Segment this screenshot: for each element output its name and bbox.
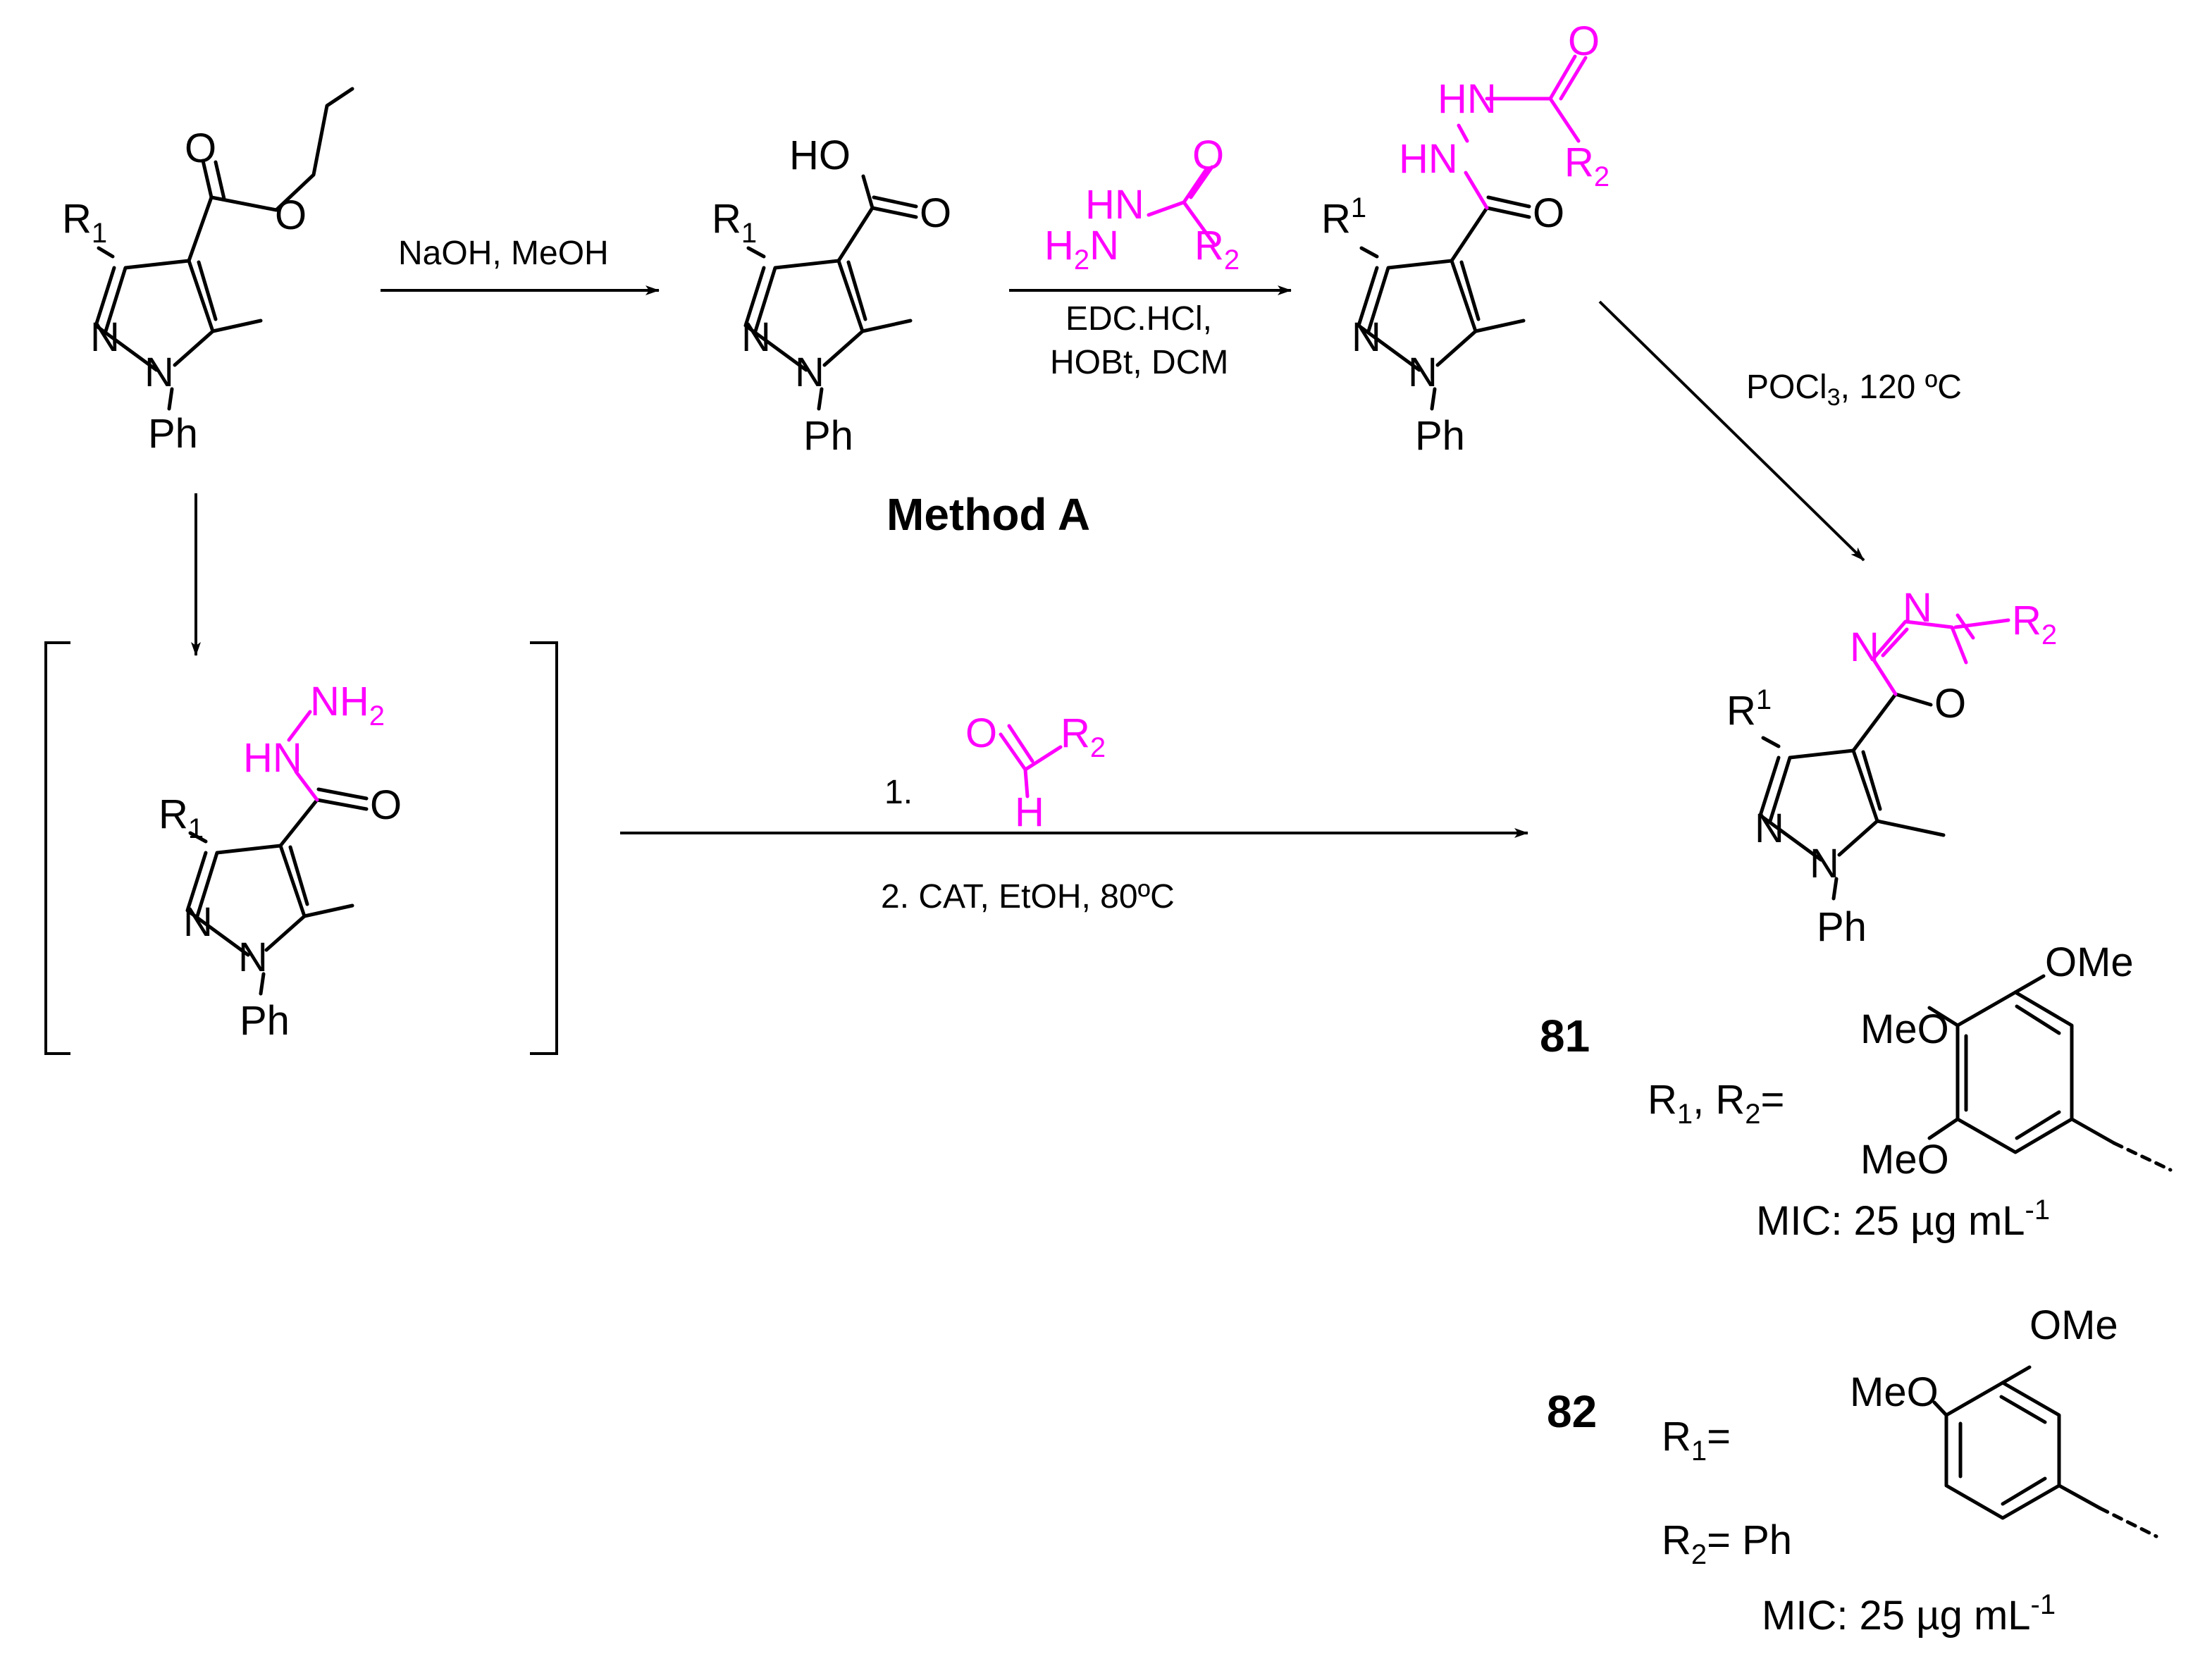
h2n-label: H2N bbox=[1044, 223, 1119, 276]
o-label: O bbox=[1568, 18, 1600, 64]
r1-label: R1 bbox=[712, 196, 757, 249]
n1-atom: N bbox=[1810, 841, 1839, 887]
n-atom: N bbox=[90, 314, 120, 360]
r1-label: R1 bbox=[159, 791, 204, 844]
n-atom: N bbox=[183, 899, 213, 945]
meo-left: MeO bbox=[1850, 1369, 1939, 1415]
r1-label: R1 bbox=[1726, 684, 1772, 734]
compound-81-number: 81 bbox=[1540, 1011, 1590, 1061]
structure-hydrazide-intermediate: R1 N N Ph O HN NH2 bbox=[159, 679, 402, 1044]
structure-acid: R1 N N Ph HO O bbox=[712, 132, 951, 459]
compound-82-r2: R2= Ph bbox=[1662, 1517, 1792, 1570]
oxadiazole-o: O bbox=[1934, 681, 1966, 727]
aldehyde-h: H bbox=[1015, 789, 1044, 835]
step2-conditions-1: EDC.HCl, bbox=[1065, 300, 1212, 338]
structure-ester: R1 N N Ph O O bbox=[62, 87, 354, 457]
oxadiazole-n1: N bbox=[1850, 624, 1879, 670]
ester-o: O bbox=[275, 192, 307, 238]
phenyl-label: Ph bbox=[148, 411, 198, 457]
carbonyl-o: O bbox=[1533, 190, 1564, 236]
hn-label: HN bbox=[1085, 182, 1144, 228]
n1-atom: N bbox=[1408, 350, 1438, 395]
compound-81: 81 R1, R2= OMe MeO MeO MIC: 25 µg mL-1 bbox=[1540, 939, 2173, 1244]
structure-oxadiazole-product: R1 N N Ph N N O R2 bbox=[1726, 585, 2057, 950]
r2-label: R2 bbox=[1564, 140, 1609, 192]
hn-label: HN bbox=[243, 735, 302, 781]
step1-conditions: NaOH, MeOH bbox=[398, 235, 609, 272]
phenyl-label: Ph bbox=[803, 413, 853, 459]
arrow-step3 bbox=[1598, 300, 1865, 562]
structure-diacylhydrazine: R1 N N Ph O HN HN O R2 bbox=[1321, 18, 1609, 459]
hn-label-lower: HN bbox=[1399, 136, 1458, 182]
step4-conditions: 2. CAT, EtOH, 80ºC bbox=[881, 878, 1175, 915]
compound-82-number: 82 bbox=[1547, 1386, 1597, 1437]
aldehyde-o: O bbox=[965, 710, 997, 756]
r2-label: R2 bbox=[1061, 710, 1106, 763]
nh2-label: NH2 bbox=[310, 679, 385, 732]
step3-conditions: POCl3, 120 ºC bbox=[1746, 369, 1962, 411]
n-atom: N bbox=[741, 314, 771, 360]
hydroxyl-label: HO bbox=[789, 132, 851, 178]
o-label: O bbox=[1192, 132, 1224, 178]
ome-top: OMe bbox=[2029, 1302, 2118, 1348]
n1-atom: N bbox=[238, 934, 268, 980]
compound-81-substituents: R1, R2= bbox=[1648, 1077, 1784, 1130]
n1-atom: N bbox=[144, 350, 174, 395]
r2-label: R2 bbox=[1194, 223, 1240, 276]
ome-top: OMe bbox=[2045, 939, 2134, 985]
n-atom: N bbox=[1352, 314, 1381, 360]
step4-number: 1. bbox=[884, 774, 913, 811]
bracket-right bbox=[530, 641, 558, 1055]
method-a-label: Method A bbox=[886, 489, 1090, 540]
compound-82: 82 R1= R2= Ph OMe MeO MIC: 25 µg mL-1 bbox=[1547, 1302, 2158, 1639]
compound-82-r1: R1= bbox=[1662, 1414, 1731, 1467]
compound-81-mic: MIC: 25 µg mL-1 bbox=[1756, 1195, 2050, 1244]
reagent-hydrazide: HN O H2N R2 bbox=[1044, 132, 1240, 276]
r1-label: R1 bbox=[1321, 192, 1366, 242]
phenyl-label: Ph bbox=[1817, 904, 1867, 950]
phenyl-label: Ph bbox=[1415, 413, 1465, 459]
carbonyl-o: O bbox=[185, 125, 216, 171]
r2-label: R2 bbox=[2012, 598, 2057, 650]
hn-label-upper: HN bbox=[1438, 76, 1497, 122]
step2-conditions-2: HOBt, DCM bbox=[1050, 344, 1228, 381]
bracket-left bbox=[44, 641, 70, 1055]
r1-label: R1 bbox=[62, 196, 107, 249]
reagent-aldehyde: O R2 H bbox=[965, 710, 1106, 835]
carbonyl-o: O bbox=[370, 782, 402, 828]
n1-atom: N bbox=[795, 350, 824, 395]
n-atom: N bbox=[1755, 806, 1784, 851]
carbonyl-o: O bbox=[920, 190, 951, 236]
meo-bottom: MeO bbox=[1860, 1137, 1949, 1183]
oxadiazole-n2: N bbox=[1903, 585, 1932, 631]
meo-middle: MeO bbox=[1860, 1006, 1949, 1052]
phenyl-label: Ph bbox=[240, 998, 290, 1044]
compound-82-mic: MIC: 25 µg mL-1 bbox=[1762, 1589, 2056, 1639]
